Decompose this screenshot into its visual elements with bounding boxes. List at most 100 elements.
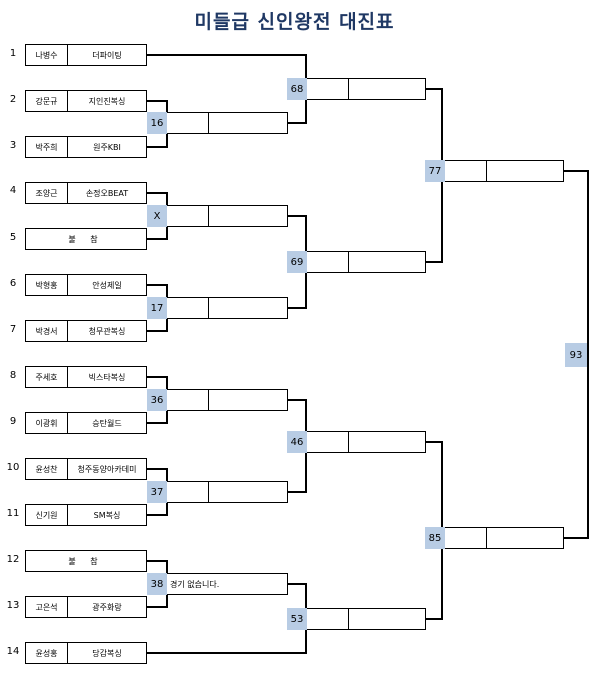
seed-number: 5 — [9, 232, 17, 243]
bracket-line — [587, 170, 589, 539]
match-number: 17 — [147, 297, 167, 319]
result-cell — [148, 206, 209, 226]
player-entry: 박형홍 안성제일 — [25, 274, 147, 296]
match-result-box — [287, 78, 426, 100]
match-number: 37 — [147, 481, 167, 503]
player-entry: 신기원 SM복싱 — [25, 504, 147, 526]
bracket-line — [425, 261, 443, 263]
player-name: 박형홍 — [26, 275, 68, 295]
player-name: 고은석 — [26, 597, 68, 617]
match-result-box: 경기 없습니다. — [147, 573, 288, 595]
player-team: 승탄월드 — [92, 418, 122, 428]
bracket-line — [147, 238, 168, 240]
player-entry: 조양근 손정오BEAT — [25, 182, 147, 204]
result-cell — [349, 432, 425, 452]
player-name: 나병수 — [26, 45, 68, 65]
result-note: 경기 없습니다. — [170, 579, 220, 589]
result-cell — [148, 113, 209, 133]
seed-number: 14 — [6, 646, 20, 657]
result-cell — [487, 161, 563, 181]
match-result-box — [147, 389, 288, 411]
bracket-line — [147, 284, 168, 286]
bracket-line — [147, 376, 168, 378]
result-cell — [426, 161, 487, 181]
player-entry: 윤성찬 청주동양아카데미 — [25, 458, 147, 480]
forfeit-label: 불 참 — [68, 556, 104, 566]
player-entry: 윤성홍 당감복싱 — [25, 642, 147, 664]
player-entry: 나병수 더파이팅 — [25, 44, 147, 66]
result-cell — [148, 482, 209, 502]
forfeit-label: 불 참 — [68, 234, 104, 244]
result-cell — [426, 528, 487, 548]
result-cell — [288, 609, 349, 629]
player-team: 안성제일 — [92, 280, 122, 290]
match-number: 77 — [425, 160, 445, 182]
bracket-line — [563, 170, 589, 172]
player-name: 주세호 — [26, 367, 68, 387]
match-result-box — [287, 251, 426, 273]
bracket-line — [147, 422, 168, 424]
player-entry: 주세호 빅스타복싱 — [25, 366, 147, 388]
result-note — [209, 113, 287, 133]
seed-number: 11 — [6, 508, 20, 519]
match-number: 38 — [147, 573, 167, 595]
result-cell — [349, 252, 425, 272]
player-team: 지인진복싱 — [88, 96, 126, 106]
player-team: 청주동양아카데미 — [77, 464, 137, 474]
bracket-line — [147, 514, 168, 516]
match-result-box — [147, 112, 288, 134]
result-note — [209, 298, 287, 318]
page-title: 미들급 신인왕전 대진표 — [194, 11, 395, 33]
bracket-line — [147, 54, 307, 56]
player-name: 강문규 — [26, 91, 68, 111]
player-team: 더파이팅 — [92, 50, 122, 60]
player-team: 원주KBI — [93, 142, 121, 152]
player-name: 윤성홍 — [26, 643, 68, 663]
player-team: 손정오BEAT — [85, 188, 129, 198]
match-result-box — [147, 297, 288, 319]
seed-number: 6 — [9, 278, 17, 289]
match-number: 68 — [287, 78, 307, 100]
seed-number: 8 — [9, 370, 17, 381]
bracket-line — [563, 537, 589, 539]
match-number: 53 — [287, 608, 307, 630]
result-cell — [288, 432, 349, 452]
seed-number: 3 — [9, 140, 17, 151]
player-name: 신기원 — [26, 505, 68, 525]
player-name: 이광휘 — [26, 413, 68, 433]
player-entry: 강문규 지인진복싱 — [25, 90, 147, 112]
bracket-line — [425, 441, 443, 443]
result-cell — [288, 79, 349, 99]
player-name: 박주희 — [26, 137, 68, 157]
bracket-line — [287, 399, 307, 401]
player-team: 청무관복싱 — [88, 326, 126, 336]
player-entry: 박주희 원주KBI — [25, 136, 147, 158]
bracket-line — [147, 100, 168, 102]
match-result-box — [425, 527, 564, 549]
player-entry: 고은석 광주화랑 — [25, 596, 147, 618]
player-entry: 박경서 청무관복싱 — [25, 320, 147, 342]
forfeit-entry: 불 참 — [25, 550, 147, 572]
player-entry: 이광휘 승탄월드 — [25, 412, 147, 434]
player-team: 당감복싱 — [92, 648, 122, 658]
seed-number: 9 — [9, 416, 17, 427]
player-name: 윤성찬 — [26, 459, 68, 479]
match-number: 69 — [287, 251, 307, 273]
seed-number: 2 — [9, 94, 17, 105]
player-name: 조양근 — [26, 183, 68, 203]
bracket-line — [287, 307, 307, 309]
seed-number: 10 — [6, 462, 20, 473]
bracket-line — [425, 88, 443, 90]
match-number: 93 — [565, 343, 587, 367]
bracket-line — [147, 192, 168, 194]
bracket-line — [147, 606, 168, 608]
result-cell — [288, 252, 349, 272]
result-cell — [349, 79, 425, 99]
bracket-line — [287, 122, 307, 124]
bracket-line — [147, 652, 307, 654]
result-cell — [349, 609, 425, 629]
match-number: 46 — [287, 431, 307, 453]
result-note — [209, 390, 287, 410]
match-number: 16 — [147, 112, 167, 134]
bracket-line — [147, 468, 168, 470]
